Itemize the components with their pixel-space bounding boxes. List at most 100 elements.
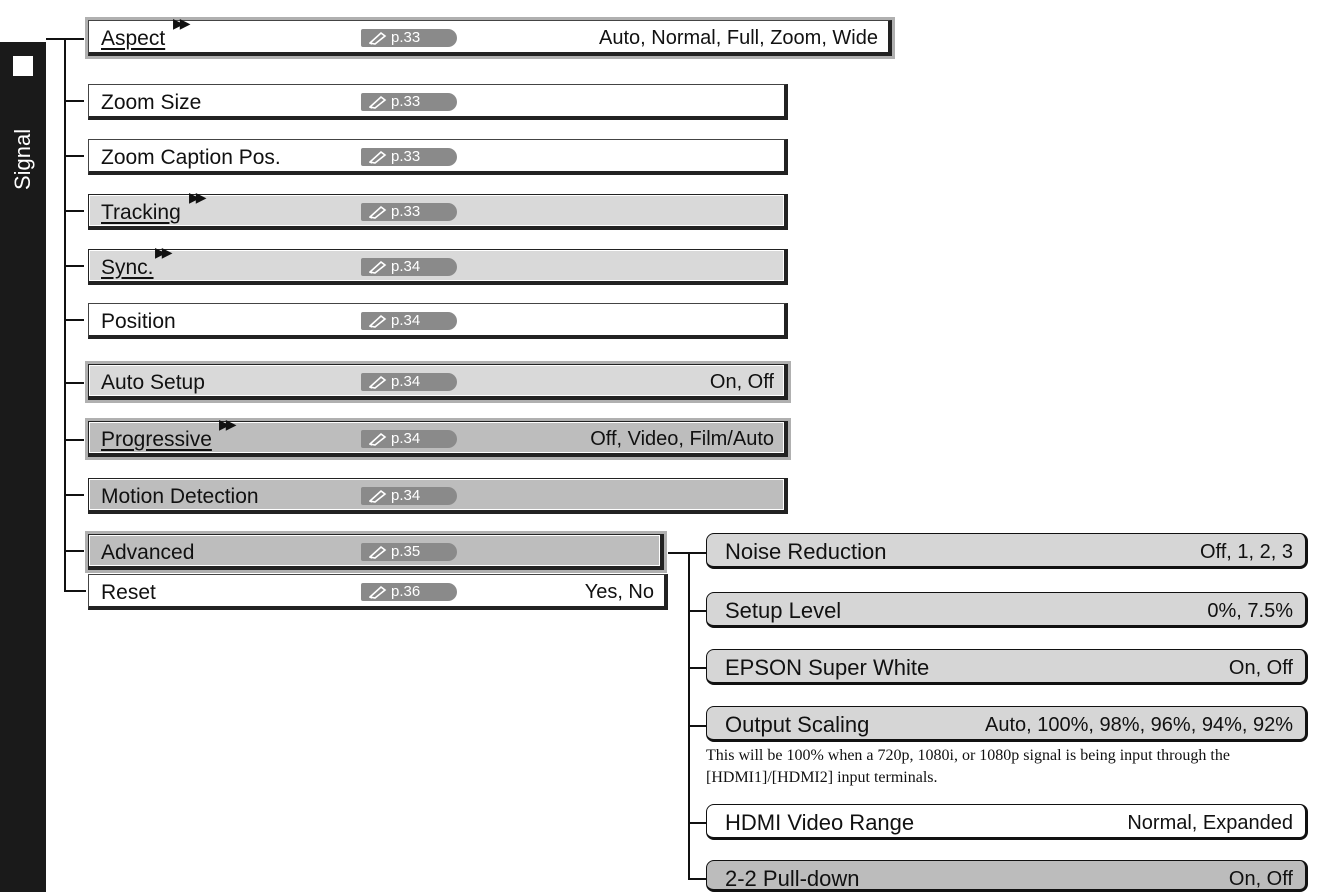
menu-item-options: On, Off [709, 371, 774, 393]
submenu-item-label: EPSON Super White [725, 655, 930, 680]
pencil-hand-icon [369, 314, 387, 328]
submenu-item-label: Output Scaling [725, 712, 870, 737]
menu-item-label: Aspect [101, 27, 166, 50]
page-number: p.33 [391, 29, 421, 46]
top-strip [0, 0, 1318, 4]
sub-branch-super-white [688, 667, 706, 669]
page-number: p.34 [391, 312, 421, 329]
pencil-hand-icon [369, 150, 387, 164]
page-number: p.34 [391, 373, 421, 390]
submenu-item-options: Off, 1, 2, 3 [1199, 541, 1293, 563]
menu-item-advanced[interactable]: Advanced p.35 [85, 531, 667, 573]
menu-item-auto-setup[interactable]: Auto Setup p.34 On, Off [85, 361, 791, 403]
pencil-hand-icon [369, 545, 387, 559]
pencil-hand-icon [369, 585, 387, 599]
double-arrow-icon: ▶▶ [173, 15, 190, 31]
menu-item-label: Sync. [101, 256, 154, 279]
submenu-item-pull-down[interactable]: 2-2 Pull-down On, Off [706, 860, 1308, 892]
page-number: p.33 [391, 203, 421, 220]
menu-item-label: Motion Detection [101, 485, 259, 508]
page-reference-badge[interactable]: p.33 [361, 203, 457, 221]
page-number: p.33 [391, 148, 421, 165]
page-reference-badge[interactable]: p.34 [361, 312, 457, 330]
page-number: p.33 [391, 93, 421, 110]
menu-item-reset[interactable]: Reset p.36 Yes, No [88, 574, 668, 610]
page-reference-badge[interactable]: p.35 [361, 543, 457, 561]
sidebar-label: Signal [10, 128, 35, 190]
submenu-trunk [688, 552, 690, 880]
sub-branch-noise [688, 552, 706, 554]
page-reference-badge[interactable]: p.36 [361, 583, 457, 601]
submenu-item-options: On, Off [1228, 868, 1293, 890]
tree-trunk [64, 40, 66, 592]
submenu-item-options: Auto, 100%, 98%, 96%, 94%, 92% [985, 714, 1293, 736]
menu-item-position[interactable]: Position p.34 [88, 303, 788, 339]
menu-item-progressive[interactable]: Progressive ▶▶ p.34 Off, Video, Film/Aut… [85, 416, 791, 460]
tree-branch-position [64, 319, 84, 321]
menu-item-label: Advanced [101, 541, 195, 564]
connector-advanced [668, 552, 690, 554]
page-number: p.35 [391, 543, 421, 560]
page-number: p.34 [391, 430, 421, 447]
sub-branch-hdmi-range [688, 822, 706, 824]
sub-branch-setup-level [688, 610, 706, 612]
menu-item-label: Tracking [101, 201, 181, 224]
page-reference-badge[interactable]: p.34 [361, 430, 457, 448]
submenu-item-label: HDMI Video Range [725, 810, 915, 835]
submenu-item-options: On, Off [1228, 657, 1293, 679]
double-arrow-icon: ▶▶ [155, 244, 172, 260]
page-reference-badge[interactable]: p.33 [361, 29, 457, 47]
pencil-hand-icon [369, 375, 387, 389]
tree-branch-sync [64, 265, 84, 267]
menu-item-motion-detection[interactable]: Motion Detection p.34 [88, 478, 788, 514]
menu-item-zoom-caption-pos[interactable]: Zoom Caption Pos. p.33 [88, 139, 788, 175]
submenu-item-options: 0%, 7.5% [1207, 600, 1293, 622]
submenu-item-options: Normal, Expanded [1127, 812, 1293, 834]
menu-item-label: Progressive [101, 428, 212, 451]
sidebar: Signal [0, 42, 46, 892]
menu-item-aspect[interactable]: Aspect ▶▶ p.33 Auto, Normal, Full, Zoom,… [85, 15, 895, 59]
menu-item-tracking[interactable]: Tracking ▶▶ p.33 [88, 189, 788, 230]
page-number: p.34 [391, 487, 421, 504]
sub-branch-pull-down [688, 878, 706, 880]
pencil-hand-icon [369, 95, 387, 109]
submenu-item-label: Setup Level [725, 598, 842, 623]
double-arrow-icon: ▶▶ [189, 189, 206, 205]
tree-branch-aspect [46, 38, 84, 40]
submenu-item-setup-level[interactable]: Setup Level 0%, 7.5% [706, 592, 1308, 628]
submenu-item-label: Noise Reduction [725, 539, 887, 564]
submenu-item-noise-reduction[interactable]: Noise Reduction Off, 1, 2, 3 [706, 533, 1308, 569]
pencil-hand-icon [369, 31, 387, 45]
tree-branch-auto-setup [64, 382, 84, 384]
pencil-hand-icon [369, 260, 387, 274]
submenu-item-output-scaling[interactable]: Output Scaling Auto, 100%, 98%, 96%, 94%… [706, 706, 1308, 742]
page-reference-badge[interactable]: p.34 [361, 373, 457, 391]
page-reference-badge[interactable]: p.33 [361, 93, 457, 111]
menu-item-zoom-size[interactable]: Zoom Size p.33 [88, 84, 788, 120]
page-number: p.34 [391, 258, 421, 275]
pencil-hand-icon [369, 432, 387, 446]
tree-branch-tracking [64, 210, 84, 212]
page-reference-badge[interactable]: p.33 [361, 148, 457, 166]
tree-branch-motion [64, 494, 84, 496]
tree-branch-zoom-size [64, 100, 84, 102]
page-number: p.36 [391, 583, 421, 600]
submenu-item-epson-super-white[interactable]: EPSON Super White On, Off [706, 649, 1308, 685]
pencil-hand-icon [369, 489, 387, 503]
submenu-item-hdmi-video-range[interactable]: HDMI Video Range Normal, Expanded [706, 804, 1308, 840]
submenu-item-label: 2-2 Pull-down [725, 866, 860, 891]
menu-item-sync[interactable]: Sync. ▶▶ p.34 [88, 244, 788, 285]
menu-item-label: Reset [101, 581, 156, 604]
tree-branch-progressive [64, 439, 84, 441]
menu-item-label: Position [101, 310, 176, 333]
sidebar-marker [13, 56, 33, 76]
page-reference-badge[interactable]: p.34 [361, 487, 457, 505]
tree-branch-advanced [64, 550, 84, 552]
menu-item-label: Zoom Size [101, 91, 202, 114]
tree-branch-reset [64, 590, 86, 592]
page-reference-badge[interactable]: p.34 [361, 258, 457, 276]
sub-branch-output-scaling [688, 725, 706, 727]
menu-item-label: Zoom Caption Pos. [101, 146, 281, 169]
menu-item-options: Off, Video, Film/Auto [590, 428, 774, 450]
tree-branch-zoom-caption [64, 155, 84, 157]
